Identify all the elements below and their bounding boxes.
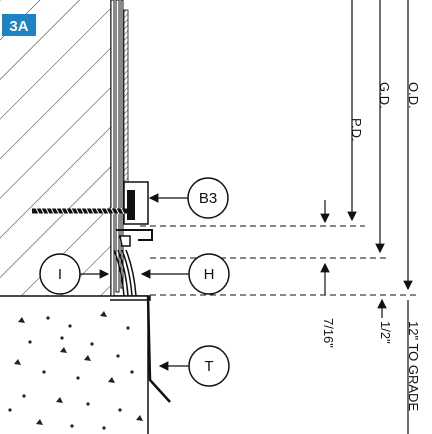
soil-aggregate-mark [68, 324, 72, 328]
dimension-lines [320, 0, 413, 434]
callout-i-label: I [58, 266, 62, 283]
soil-aggregate-mark [116, 354, 120, 358]
dimension-label-grade: 12" TO GRADE [406, 321, 421, 411]
flashing-assembly [110, 181, 171, 403]
callout-b3-label: B3 [199, 190, 217, 207]
soil-aggregate-mark [108, 377, 115, 383]
dimension-label-pd: P.D. [349, 118, 364, 142]
soil-aggregate-mark [126, 326, 130, 330]
callout-h: H [188, 253, 230, 295]
callout-b3: B3 [187, 177, 229, 219]
soil-aggregate-mark [60, 336, 64, 340]
screw-thread-mark [100, 207, 105, 215]
screw-thread-mark [50, 207, 55, 215]
soil-aggregate-mark [86, 402, 90, 406]
soil-aggregate-mark [36, 419, 43, 425]
reference-lines [140, 225, 420, 296]
screw-thread-mark [60, 207, 65, 215]
leader-lines [78, 193, 190, 371]
dimension-label-od: O.D. [406, 82, 421, 109]
callout-t: T [188, 345, 230, 387]
soil-aggregate-mark [60, 347, 67, 353]
soil-aggregate-mark [84, 355, 91, 361]
screw-thread-mark [110, 207, 115, 215]
anchor-screw [32, 207, 128, 215]
soil-aggregate-mark [8, 408, 12, 412]
screw-thread-mark [65, 207, 70, 215]
soil-aggregate-mark [118, 408, 122, 412]
screw-thread-mark [45, 207, 50, 215]
screw-thread-mark [90, 207, 95, 215]
callout-t-label: T [204, 358, 213, 375]
soil-aggregate-mark [22, 394, 26, 398]
panel-layers [110, 0, 129, 297]
screw-thread-mark [70, 207, 75, 215]
soil-aggregate-mark [76, 376, 80, 380]
screw-thread-mark [105, 207, 110, 215]
grade-soil [0, 295, 149, 434]
wall-section [0, 0, 112, 296]
soil-aggregate-mark [90, 342, 94, 346]
dimension-label-1-2: 1/2" [378, 321, 393, 344]
soil-aggregate-mark [18, 317, 25, 323]
soil-aggregate-mark [14, 359, 21, 365]
callout-i: I [39, 253, 81, 295]
screw-thread-mark [40, 207, 45, 215]
figure-badge-label: 3A [9, 18, 28, 35]
soil-aggregate-mark [46, 316, 50, 320]
dimension-label-gd: G.D. [377, 82, 392, 109]
dimension-label-7-16: 7/16" [321, 318, 336, 348]
soil-aggregate-mark [102, 426, 106, 430]
screw-thread-mark [95, 207, 100, 215]
soil-aggregate-mark [56, 397, 63, 403]
callout-h-label: H [204, 266, 215, 283]
screw-thread-mark [85, 207, 90, 215]
screw-thread-mark [120, 207, 125, 215]
screw-thread-mark [55, 207, 60, 215]
figure-badge: 3A [2, 14, 36, 36]
screw-thread-mark [115, 207, 120, 215]
screw-thread-mark [80, 207, 85, 215]
soil-aggregate-mark [130, 370, 134, 374]
soil-aggregate-mark [136, 415, 143, 421]
screw-thread-mark [35, 207, 40, 215]
soil-aggregate-mark [42, 370, 46, 374]
soil-aggregate-mark [28, 340, 32, 344]
soil-aggregate-mark [100, 311, 107, 317]
soil-aggregate-mark [70, 424, 74, 428]
screw-thread-mark [75, 207, 80, 215]
